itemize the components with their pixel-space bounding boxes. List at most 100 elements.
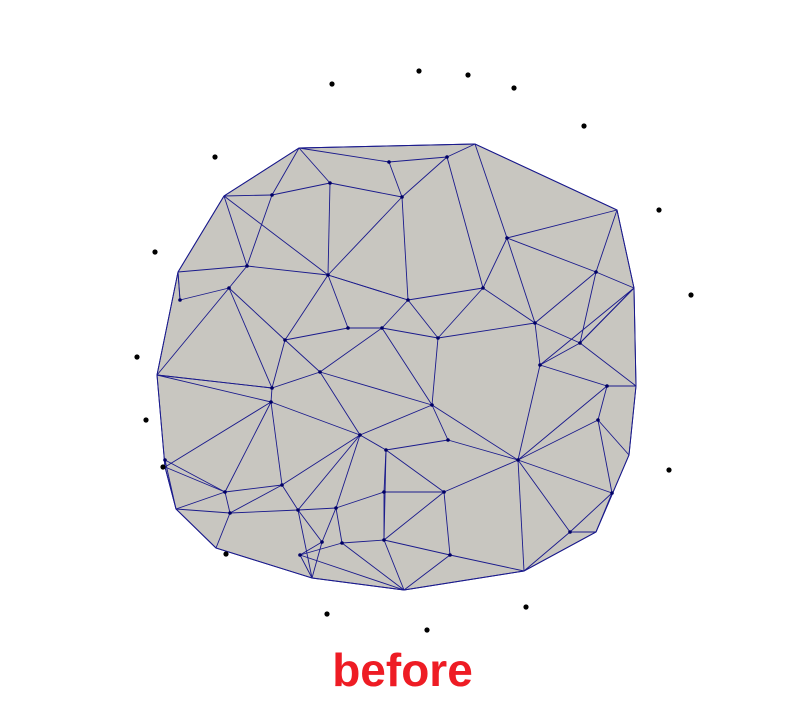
mesh-edge (523, 531, 571, 572)
mesh-edge (228, 265, 248, 289)
mesh-edge (164, 466, 226, 493)
outside-point (212, 154, 218, 160)
mesh-edge (534, 271, 597, 324)
mesh-edge (523, 531, 597, 572)
mesh-edge (246, 194, 273, 267)
mesh-vertex (326, 273, 330, 277)
mesh-edge (383, 449, 387, 541)
mesh-edge (597, 419, 613, 494)
mesh-edge (381, 327, 439, 339)
mesh-vertex (380, 326, 384, 330)
outside-point (143, 417, 149, 423)
mesh-vertex (605, 384, 609, 388)
mesh-edge (311, 577, 405, 591)
mesh-edge (616, 209, 635, 289)
mesh-vertex (340, 541, 344, 545)
mesh-edge (215, 512, 231, 549)
mesh-edge (474, 143, 508, 239)
mesh-vertex (610, 491, 614, 495)
mesh-edge (270, 401, 283, 486)
caption-label: before (332, 644, 473, 696)
outside-point (329, 81, 335, 87)
mesh-edge (223, 195, 248, 267)
mesh-edge (335, 507, 343, 544)
mesh-edge (327, 182, 331, 276)
mesh-edge (284, 274, 329, 341)
mesh-edge (164, 401, 272, 468)
mesh-edge (407, 287, 484, 301)
mesh-edge (297, 509, 313, 579)
mesh-edge (311, 541, 323, 579)
mesh-edge (271, 182, 331, 196)
mesh-edge (388, 156, 448, 163)
mesh-edge (359, 434, 387, 451)
mesh-vertex (223, 490, 227, 494)
mesh-edge (569, 492, 613, 533)
mesh-vertex (568, 530, 572, 534)
mesh-edge (179, 287, 230, 301)
mesh-edge (215, 547, 313, 579)
mesh-edge (633, 287, 637, 387)
mesh-edge (482, 237, 508, 289)
mesh-edge (595, 271, 635, 289)
mesh-edge (281, 484, 299, 511)
mesh-edge (271, 339, 286, 389)
mesh-edge (506, 237, 597, 273)
mesh-edge (327, 274, 409, 301)
mesh-edge (539, 287, 635, 366)
mesh-vertex (178, 298, 182, 302)
mesh-edge (299, 554, 405, 591)
mesh-edge (224, 491, 231, 514)
mesh-vertex (387, 160, 391, 164)
mesh-edge (297, 434, 361, 511)
mesh-edge (595, 209, 618, 273)
mesh-edge (156, 374, 273, 389)
mesh-vertex (269, 400, 273, 404)
mesh-edge (246, 265, 329, 276)
mesh-edge (223, 195, 329, 276)
mesh-edge (327, 274, 349, 329)
mesh-edge (539, 342, 581, 366)
mesh-edge (401, 156, 448, 198)
mesh-vertex (446, 438, 450, 442)
mesh-vertex (318, 370, 322, 374)
outside-point (152, 249, 158, 255)
outside-point (324, 611, 330, 617)
mesh-edge (177, 265, 248, 273)
mesh-edges (156, 143, 637, 591)
mesh-vertex (538, 363, 542, 367)
mesh-edge (175, 491, 226, 510)
mesh-vertex (382, 538, 386, 542)
mesh-vertex (283, 338, 287, 342)
mesh-vertex (270, 386, 274, 390)
mesh-edge (297, 509, 323, 543)
mesh-edge (431, 404, 449, 441)
mesh-edge (223, 147, 300, 197)
mesh-edge (335, 434, 361, 509)
mesh-vertex (448, 553, 452, 557)
mesh-edge (403, 570, 525, 591)
mesh-edge (271, 147, 300, 196)
mesh-vertex (270, 193, 274, 197)
mesh-vertex (436, 336, 440, 340)
mesh-edge (175, 508, 231, 514)
mesh-edge (229, 509, 299, 514)
mesh-edge (517, 419, 599, 461)
mesh-edge (597, 385, 608, 421)
mesh-edge (224, 401, 272, 493)
mesh-edge (403, 554, 451, 591)
mesh-edge (597, 419, 630, 456)
mesh-edge (381, 299, 409, 329)
mesh-vertex (298, 553, 302, 557)
mesh-edge (327, 196, 403, 276)
mesh-edge (446, 156, 484, 289)
mesh-vertex (320, 540, 324, 544)
mesh-edge (381, 327, 433, 406)
mesh-edge (534, 322, 581, 344)
mesh-edge (449, 554, 525, 572)
mesh-vertex (280, 483, 284, 487)
mesh-edge (297, 507, 337, 511)
mesh-vertex (245, 264, 249, 268)
mesh-vertex (227, 286, 231, 290)
